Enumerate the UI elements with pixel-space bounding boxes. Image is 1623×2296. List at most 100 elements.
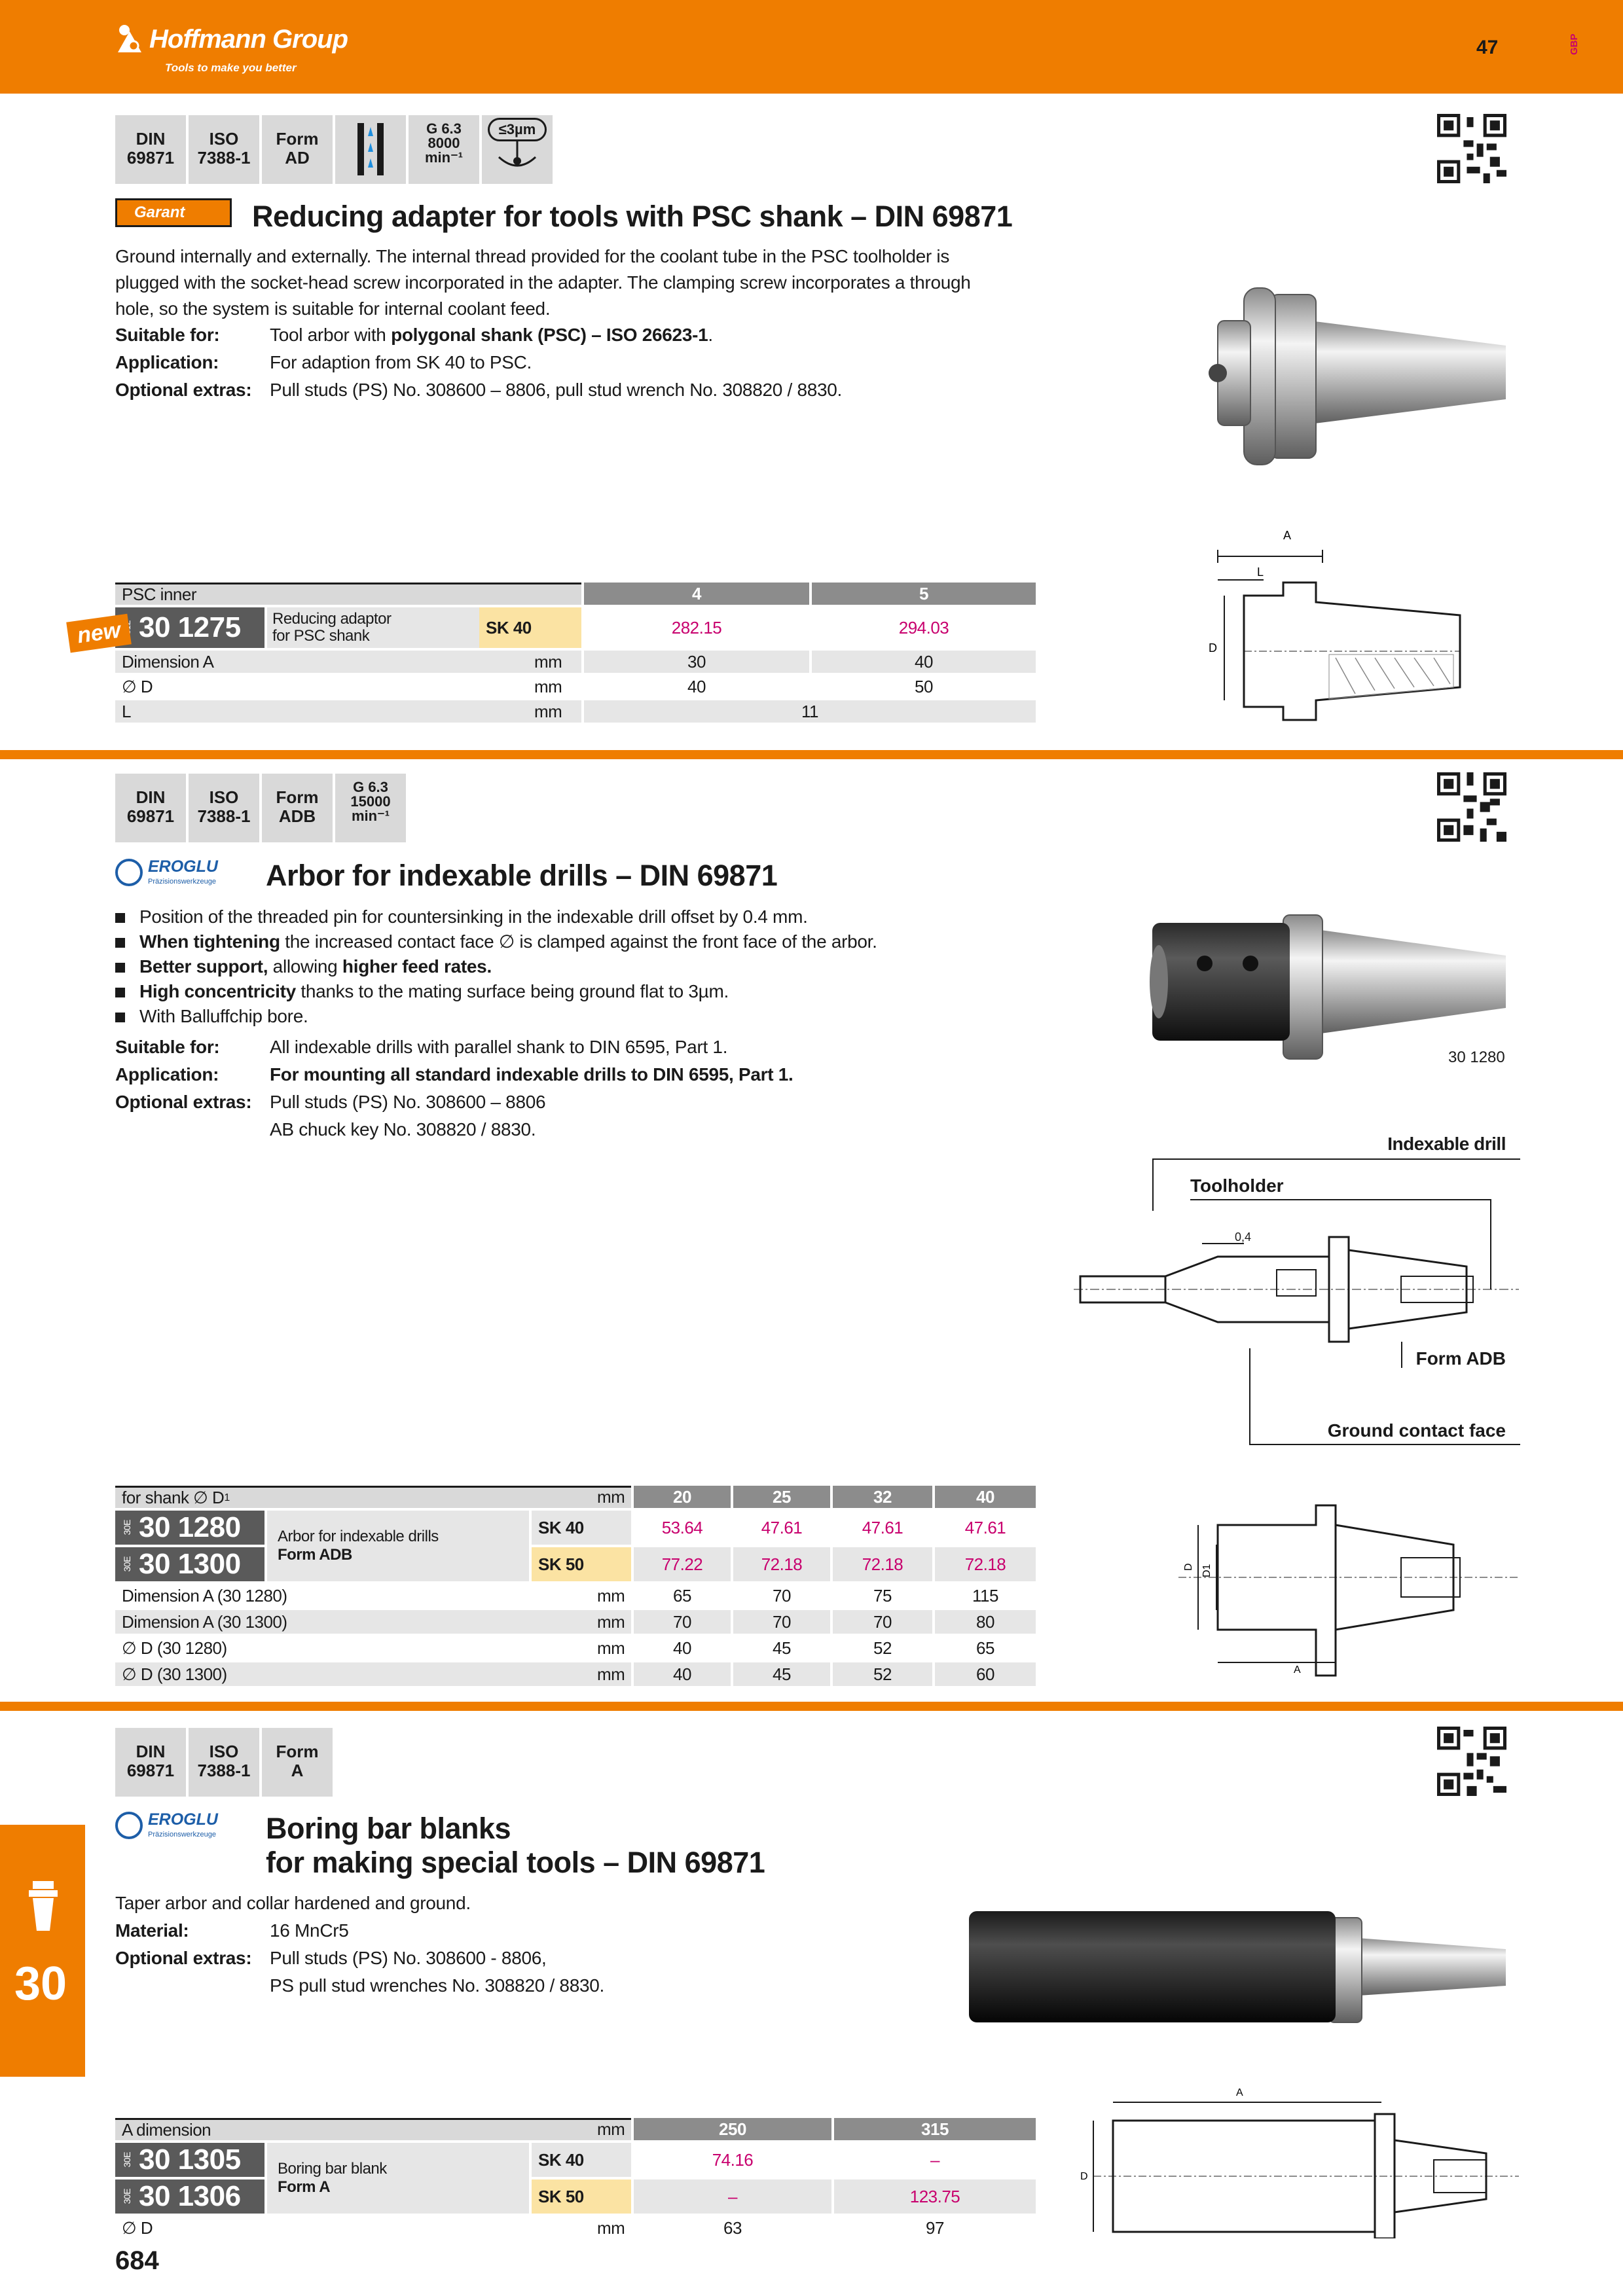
row-label: Dimension A (30 1300) xyxy=(115,1610,631,1634)
price: 47.61 xyxy=(761,1517,803,1537)
price: 47.61 xyxy=(964,1517,1006,1537)
row-value: 70 xyxy=(773,1585,791,1605)
eroglu-logo: EROGLU Präzisionswerkzeuge xyxy=(115,1810,259,1842)
row-unit: mm xyxy=(534,701,562,721)
column-header: 40 xyxy=(935,1486,1036,1508)
price: 72.18 xyxy=(733,1547,830,1581)
column-header: 20 xyxy=(634,1486,731,1508)
brand-name: Hoffmann Group xyxy=(149,25,348,54)
qr-code-icon[interactable] xyxy=(1437,1727,1506,1796)
section3-properties: Taper arbor and collar hardened and grou… xyxy=(115,1893,605,1996)
qr-code-icon[interactable] xyxy=(1437,114,1506,183)
row-value: 70 xyxy=(733,1610,830,1634)
row-unit: mm xyxy=(597,1611,625,1632)
row-value: 115 xyxy=(972,1585,998,1605)
row-value: 30 xyxy=(584,651,809,673)
page-number: 47 xyxy=(1476,37,1499,58)
label-ground-contact-face: Ground contact face xyxy=(1327,1420,1506,1441)
catalog-page-number: 684 xyxy=(115,2246,159,2275)
taper-size: SK 40 xyxy=(532,2143,631,2177)
price: – xyxy=(930,2149,939,2170)
row-label: ∅ D (30 1280) xyxy=(122,1638,227,1658)
row-value: 70 xyxy=(634,1610,731,1634)
price: 74.16 xyxy=(712,2149,754,2170)
section2-bullets: Position of the threaded pin for counter… xyxy=(115,905,1065,1029)
price: – xyxy=(634,2179,831,2214)
eroglu-logo-icon xyxy=(115,859,143,886)
header-unit: mm xyxy=(597,2119,625,2139)
row-label: L xyxy=(115,700,581,723)
row-value: 40 xyxy=(673,1638,691,1658)
row-label: ∅ D xyxy=(122,676,153,696)
row-unit: mm xyxy=(597,1664,625,1684)
label-indexable-drill: Indexable drill xyxy=(1387,1134,1506,1154)
article-number[interactable]: 31230 1275 xyxy=(115,607,264,648)
column-header: 5 xyxy=(812,583,1036,605)
garant-logo: Garant xyxy=(115,198,232,227)
row-label: ∅ D (30 1300) xyxy=(115,1662,631,1686)
label-offset: 0,4 xyxy=(1235,1230,1252,1244)
price: 53.64 xyxy=(661,1517,703,1537)
row-label: Dimension A xyxy=(115,651,581,673)
header-unit: mm xyxy=(597,1486,625,1507)
section3-title: Boring bar blanks for making special too… xyxy=(266,1812,765,1879)
section-separator xyxy=(0,750,1623,759)
dim-d-label: D xyxy=(1209,641,1217,655)
row-unit: mm xyxy=(534,651,562,672)
language-code: GBP xyxy=(1569,33,1580,55)
taper-size: SK 50 xyxy=(532,2179,631,2214)
reducing-adapter-image xyxy=(1209,287,1506,465)
chapter-side-tab[interactable] xyxy=(0,1825,85,2077)
arbor-dimension-drawing: D D1 A xyxy=(1178,1504,1519,1677)
row-unit: mm xyxy=(534,676,562,696)
row-value: 40 xyxy=(634,1662,731,1686)
header-bar xyxy=(0,0,1623,94)
price: 47.61 xyxy=(862,1517,903,1537)
price: 77.22 xyxy=(634,1547,731,1581)
label-form-adb: Form ADB xyxy=(1415,1348,1506,1369)
row-value: 70 xyxy=(833,1610,932,1634)
price: 282.15 xyxy=(671,617,722,637)
row-value: 75 xyxy=(873,1585,892,1605)
table-header-label: PSC inner xyxy=(115,583,581,605)
brand-tagline: Tools to make you better xyxy=(165,62,297,74)
svg-text:D1: D1 xyxy=(1201,1564,1213,1577)
row-value: 45 xyxy=(733,1662,830,1686)
taper-size: SK 50 xyxy=(532,1547,631,1581)
row-value: 60 xyxy=(935,1662,1036,1686)
row-label: Dimension A (30 1280) xyxy=(122,1585,287,1605)
dim-a-label: A xyxy=(1294,1664,1301,1676)
row-value: 52 xyxy=(833,1662,932,1686)
dim-l-label: L xyxy=(1257,565,1264,579)
row-value: 63 xyxy=(723,2217,742,2238)
column-header: 32 xyxy=(833,1486,932,1508)
section2-title: Arbor for indexable drills – DIN 69871 xyxy=(266,859,778,892)
runout-icon: ≤3µm xyxy=(482,115,553,184)
price: 72.18 xyxy=(935,1547,1036,1581)
row-value: 40 xyxy=(687,676,706,696)
price: 72.18 xyxy=(833,1547,932,1581)
section1-description: Ground internally and externally. The in… xyxy=(115,246,971,319)
row-value: 45 xyxy=(773,1638,791,1658)
qr-code-icon[interactable] xyxy=(1437,772,1506,842)
column-header: 25 xyxy=(733,1486,830,1508)
column-header: 250 xyxy=(634,2118,831,2140)
